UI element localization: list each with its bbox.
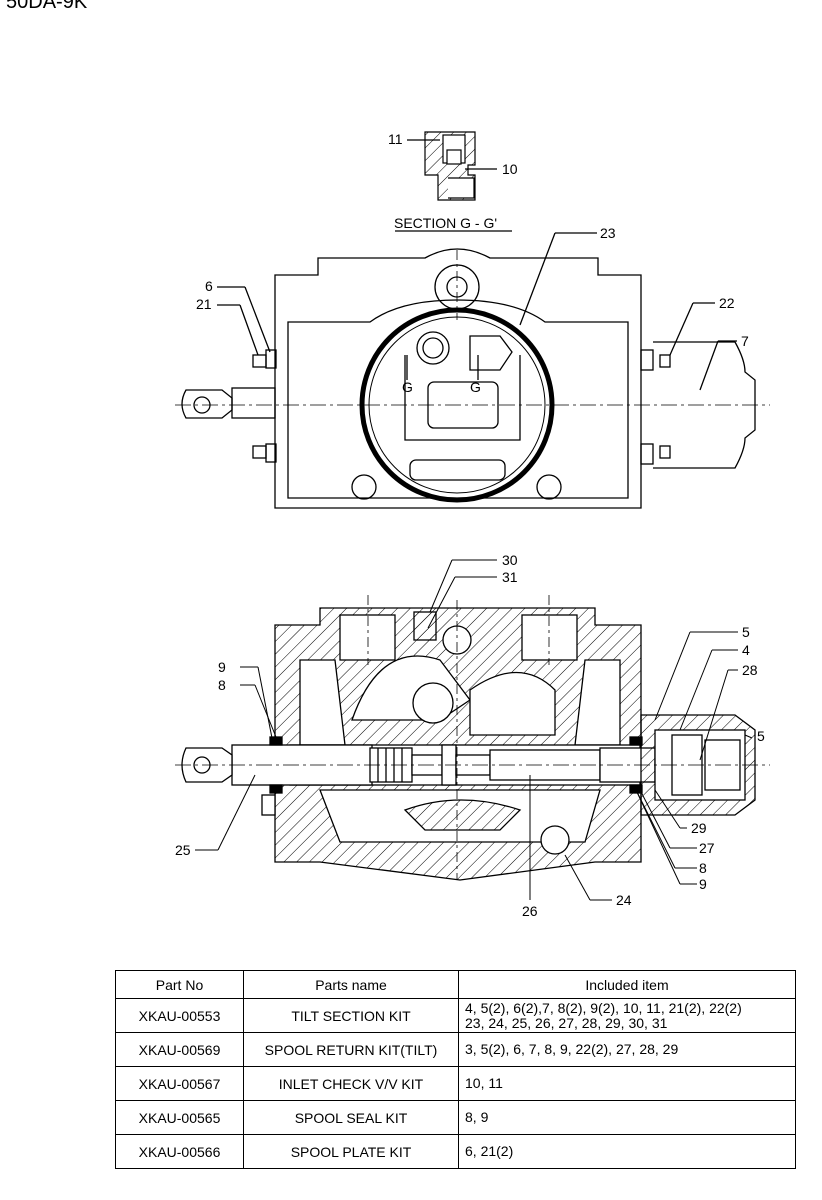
part-no-cell: XKAU-00567 [115,1066,244,1101]
callout-25: 25 [175,842,191,858]
table-row: XKAU-00567 INLET CHECK V/V KIT 10, 11 [115,1066,796,1101]
front-view [175,232,770,509]
callout-9-lower: 9 [699,876,707,892]
included-item-line: 4, 5(2), 6(2),7, 8(2), 9(2), 10, 11, 21(… [465,999,742,1016]
header-part-no: Part No [115,970,244,999]
table-row: XKAU-00569 SPOOL RETURN KIT(TILT) 3, 5(2… [115,1032,796,1067]
callout-26: 26 [522,903,538,919]
cross-section-view [175,595,770,881]
callout-8: 8 [218,677,226,693]
parts-name-cell: SPOOL PLATE KIT [243,1134,459,1169]
callout-30: 30 [502,552,518,568]
table-header-row: Part No Parts name Included item [115,970,796,999]
table-row: XKAU-00553 TILT SECTION KIT 4, 5(2), 6(2… [115,998,796,1033]
callout-31: 31 [502,569,518,585]
table-row: XKAU-00566 SPOOL PLATE KIT 6, 21(2) [115,1134,796,1169]
included-item-cell: 8, 9 [458,1100,796,1135]
included-item-cell: 6, 21(2) [458,1134,796,1169]
part-no-cell: XKAU-00553 [115,998,244,1033]
cross-section-leaders [195,559,753,901]
callout-5-right: 5 [757,728,765,744]
callout-23: 23 [600,225,616,241]
part-no-cell: XKAU-00565 [115,1100,244,1135]
callout-9: 9 [218,659,226,675]
callout-11: 11 [388,131,403,147]
callout-27: 27 [699,840,715,856]
mark-g-right: G [470,379,481,395]
callout-24: 24 [616,892,632,908]
section-detail [395,131,512,232]
valve-drawing: 11 10 SECTION G - G' [175,131,770,919]
callout-7: 7 [741,333,749,349]
callout-21: 21 [196,296,212,312]
included-item-line: 23, 24, 25, 26, 27, 28, 29, 30, 31 [465,1014,668,1031]
callout-4: 4 [742,642,750,658]
part-no-cell: XKAU-00566 [115,1134,244,1169]
callout-10: 10 [502,161,518,177]
mark-g-left: G [402,379,413,395]
callout-28: 28 [742,662,758,678]
parts-name-cell: INLET CHECK V/V KIT [243,1066,459,1101]
callout-5: 5 [742,624,750,640]
part-no-cell: XKAU-00569 [115,1032,244,1067]
callout-8-lower: 8 [699,860,707,876]
parts-name-cell: TILT SECTION KIT [243,998,459,1033]
parts-name-cell: SPOOL SEAL KIT [243,1100,459,1135]
section-label: SECTION G - G' [394,215,497,231]
parts-kit-table: Part No Parts name Included item XKAU-00… [115,970,796,1169]
page-header: 50DA-9K [6,0,88,13]
included-item-cell: 3, 5(2), 6, 7, 8, 9, 22(2), 27, 28, 29 [458,1032,796,1067]
header-parts-name: Parts name [243,970,459,999]
callout-6: 6 [205,278,213,294]
callout-29: 29 [691,820,707,836]
included-item-cell: 4, 5(2), 6(2),7, 8(2), 9(2), 10, 11, 21(… [458,998,796,1033]
parts-name-cell: SPOOL RETURN KIT(TILT) [243,1032,459,1067]
header-included-item: Included item [458,970,796,999]
callout-22: 22 [719,295,735,311]
table-row: XKAU-00565 SPOOL SEAL KIT 8, 9 [115,1100,796,1135]
included-item-cell: 10, 11 [458,1066,796,1101]
